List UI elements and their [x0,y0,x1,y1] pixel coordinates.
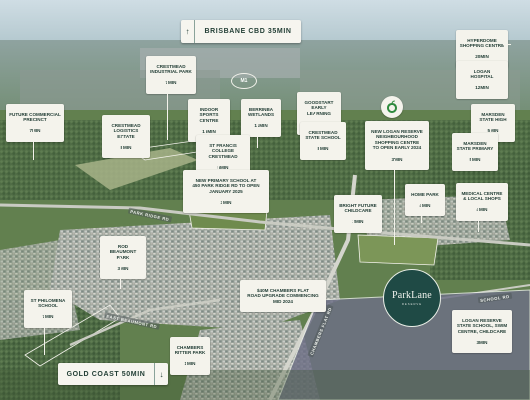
callout-time: 4MIN [476,207,488,213]
callout-stem [205,120,206,136]
callout-time: 15MIN [202,128,216,134]
callout-home-park: Home Park 4MIN [405,184,445,216]
callout-new-primary: NEW Primary School at 450 Park Ridge Rd … [183,170,269,214]
callout-berrinba-wetlands: Berrinba Wetlands 11MIN [241,99,281,137]
callout-time: 5MIN [487,128,499,134]
callout-time: 3MIN [220,199,232,205]
callout-title: Indoor Sports Centre [199,106,219,123]
callout-stem [122,136,123,156]
callout-title: Marsden State High [479,111,507,123]
woolworths-logo-icon [381,96,403,118]
callout-title: Logan Hospital [470,68,494,80]
gold-coast-label: GOLD COAST 50MIN [66,370,146,378]
callout-title: Crestmead Industrial Park [150,63,192,75]
callout-title: Berrinba Wetlands [247,106,275,118]
callout-stem [478,204,479,232]
callout-medical-centre: Medical Centre & Local Shops 4MIN [456,183,508,221]
callout-title: Medical Centre & Local Shops [461,190,503,202]
callout-title: Bright Future Childcare [339,202,377,214]
woolworths-apple-icon [387,100,397,113]
callout-rod-beaumont: Rod Beaumont Park 3MIN [100,236,146,280]
highway-m1-marker: M1 [231,73,257,89]
callout-logan-reserve-school: Logan Reserve State School, swim centre,… [452,310,512,354]
callout-stem [503,44,511,45]
callout-stem [315,113,316,121]
callout-crestmead-industrial: Crestmead Industrial Park 7MIN [146,56,196,94]
callout-time: 3MIN [476,339,488,345]
callout-stem [44,311,45,355]
callout-stem [222,197,223,207]
callout-indoor-sports: Indoor Sports Centre 15MIN [188,99,230,143]
callout-time: 7MIN [42,314,54,320]
callout-chambers-flat-upgrade: $40m Chambers Flat Road upgrade commenci… [240,280,326,312]
brisbane-cbd-banner: ↑ BRISBANE CBD 35MIN [181,20,301,43]
callout-title: Crestmead State School [305,129,341,141]
parklane-logo: ParkLane RESERVE [383,269,441,327]
callout-stem [218,156,219,172]
callout-time: 3MIN [117,265,129,271]
callout-future-commercial: Future Commercial Precinct 7MIN [6,104,64,142]
callout-title: NEW Primary School at 450 Park Ridge Rd … [192,177,260,194]
callout-title: Chambers Ritter Park [174,344,206,356]
callout-stem [167,77,168,140]
callout-time: 8MIN [317,146,329,152]
callout-time: 12MIN [475,85,489,91]
callout-stem [257,120,258,148]
callout-title: Hyperdome Shopping Centre [459,37,505,49]
callout-title: Goodstart Early Learning [304,99,334,116]
callout-time: 7MIN [165,80,177,86]
callout-logan-reserve-centre: NEW Logan Reserve Neighbourhood Shopping… [365,121,429,170]
callout-stem [421,199,422,223]
highway-marker-label: M1 [240,78,248,84]
callout-st-philomena: St Philomena School 7MIN [24,290,72,328]
up-arrow-icon: ↑ [181,20,195,43]
callout-logan-hospital: Logan Hospital 12MIN [456,61,508,99]
callout-stem [471,154,472,166]
callout-time: 5MIN [469,157,481,163]
callout-title: Home Park [411,191,439,197]
callout-chambers-ritter: Chambers Ritter Park 1MIN [170,337,210,375]
callout-stem [186,358,187,372]
callout-stem [353,216,354,232]
callout-marsden-primary: Marsden State Primary 5MIN [452,133,498,171]
callout-title: St Philomena School [30,297,66,309]
callout-stem [394,159,395,245]
brand-name: ParkLane [392,290,432,301]
callout-crestmead-school: Crestmead State School 8MIN [300,122,346,160]
callout-time: 7MIN [29,128,41,134]
down-arrow-icon: ↓ [154,363,168,385]
callout-title: Marsden State Primary [456,140,494,152]
callout-title: Crestmead Logistics Estate [111,122,141,139]
callout-time: 5MIN [217,164,229,170]
callout-title: Rod Beaumont Park [109,243,137,260]
callout-time: 4MIN [419,202,431,208]
callout-time: 3MIN [391,156,403,162]
callout-stem [120,257,121,289]
callout-time: 1MIN [184,361,196,367]
callout-title: $40m Chambers Flat Road upgrade commenci… [247,287,319,304]
callout-title: Future Commercial Precinct [9,111,61,123]
callout-time: 20MIN [475,54,489,60]
callout-time: 11MIN [254,123,268,129]
callout-title: Logan Reserve State School, swim centre,… [456,317,508,334]
brand-tagline: RESERVE [401,302,423,306]
callout-title: NEW Logan Reserve Neighbourhood Shopping… [371,128,423,151]
gold-coast-banner: GOLD COAST 50MIN ↓ [58,363,168,385]
callout-title: St Francis College Crestmead [208,142,238,159]
callout-time: 2MIN [352,219,364,225]
callout-crestmead-logistics: Crestmead Logistics Estate 8MIN [102,115,150,159]
callout-time: 8MIN [120,144,132,150]
callout-stem [319,143,320,157]
brisbane-cbd-label: BRISBANE CBD 35MIN [204,28,292,35]
callout-stem [33,126,34,160]
callout-bright-future: Bright Future Childcare 2MIN [334,195,382,233]
